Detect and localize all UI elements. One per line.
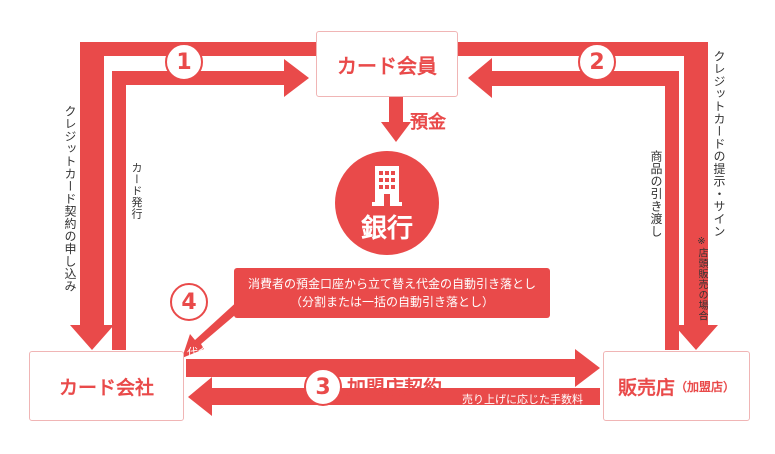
building-icon: [372, 165, 402, 206]
shop-label: 販売店: [617, 376, 675, 399]
step-3-badge: 3: [304, 368, 342, 406]
arrow-delivery: [468, 58, 679, 350]
arrow-fee: [188, 377, 600, 416]
fee-label: 売り上げに応じた手数料: [462, 393, 583, 406]
arrow-card-issue: [112, 59, 309, 350]
bank-circle: 銀行: [335, 151, 439, 255]
credit-contract-label: クレジットカード契約の申し込み: [63, 105, 77, 293]
arrow-auto-debit: [182, 298, 248, 358]
card-member-box: カード会員: [316, 31, 458, 97]
auto-debit-note: 消費者の預金口座から立て替え代金の自動引き落とし （分割または一括の自動引き落と…: [234, 268, 550, 318]
shop-sublabel: （加盟店）: [675, 379, 736, 394]
store-note-label: ※店頭販売の場合: [696, 236, 707, 321]
deposit-label: 預金: [410, 112, 446, 133]
step-2-badge: 2: [578, 43, 616, 81]
delivery-label: 商品の引き渡し: [649, 150, 663, 238]
auto-debit-line1: 消費者の預金口座から立て替え代金の自動引き落とし: [247, 277, 536, 291]
shop-box: 販売店 （加盟店）: [603, 351, 750, 421]
card-company-box: カード会社: [29, 351, 184, 421]
merchant-contract-label: 加盟店契約: [347, 377, 443, 399]
step-1-badge: 1: [165, 43, 203, 81]
card-issue-label: カード発行: [130, 162, 143, 220]
arrow-advance-payment: [186, 349, 600, 387]
arrow-present-card: [458, 42, 718, 350]
step-4-badge: 4: [170, 283, 208, 321]
card-member-label: カード会員: [337, 53, 437, 78]
auto-debit-line2: （分割または一括の自動引き落とし）: [289, 295, 494, 309]
present-sign-label: クレジットカードの提示・サイン: [712, 50, 726, 238]
advance-payment-label: 代金の立て替え払い: [187, 346, 286, 359]
card-company-label: カード会社: [58, 376, 154, 399]
arrow-deposit: [381, 97, 411, 142]
arrow-application: [70, 42, 316, 350]
bank-label: 銀行: [360, 213, 413, 244]
